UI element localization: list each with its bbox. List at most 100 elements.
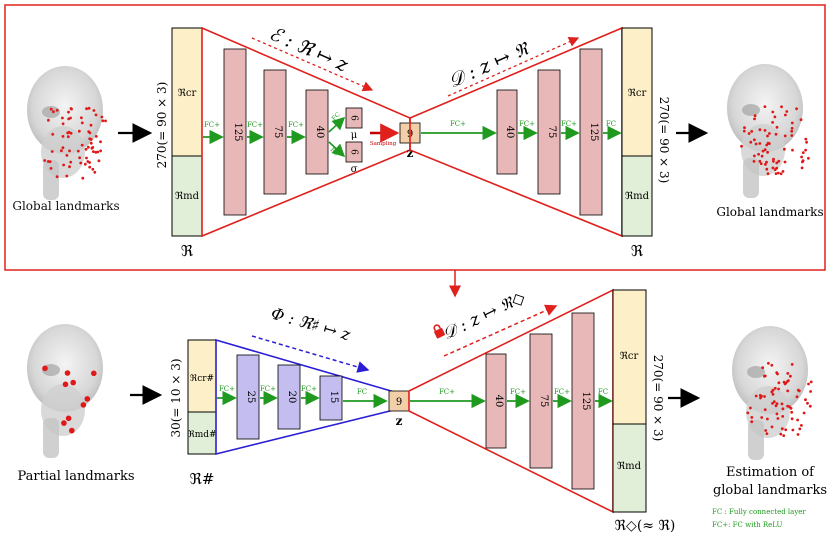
bottom-output-name: ℜ◇(≈ ℜ)	[615, 518, 676, 534]
landmark-dot	[791, 428, 795, 432]
bottom-input-cr-block	[187, 339, 217, 413]
landmark-dot	[65, 154, 69, 157]
landmark-dot	[85, 107, 88, 111]
landmark-dot	[804, 137, 808, 141]
landmark-dot	[809, 390, 812, 393]
landmark-dot	[753, 138, 756, 142]
latent-z-label-bottom: z	[396, 414, 403, 428]
landmark-dot	[89, 141, 93, 145]
landmark-dot	[805, 140, 808, 144]
landmark-dot	[84, 396, 91, 402]
top-input-name: ℜ	[181, 242, 194, 260]
landmark-dot	[784, 113, 787, 117]
landmark-dot	[91, 167, 95, 171]
encoder-label: ℰ : ℜ ↦ z	[266, 22, 352, 76]
top-input-md-label: ℜmd	[175, 191, 200, 202]
landmark-dot	[761, 366, 765, 370]
landmark-dot	[758, 128, 762, 132]
encoder-dashed-arrow	[251, 37, 374, 92]
landmark-dot	[88, 131, 92, 135]
landmark-dot	[765, 167, 769, 171]
landmark-dot	[101, 119, 105, 123]
landmark-dot	[806, 401, 809, 405]
landmark-dot	[85, 156, 88, 160]
landmark-dot	[51, 132, 55, 136]
landmark-dot	[62, 381, 69, 388]
bottom-output-cr-label: ℜcr	[620, 351, 639, 362]
landmark-dot	[804, 148, 807, 152]
landmark-dot	[52, 110, 55, 114]
fc-label-dec-top-4: FC	[606, 120, 616, 128]
landmark-dot	[770, 363, 774, 367]
landmark-dot	[796, 418, 799, 422]
landmark-dot	[802, 411, 806, 415]
landmark-dot	[69, 116, 72, 120]
sampling-label: Sampling	[370, 141, 397, 147]
landmark-dot	[800, 166, 804, 170]
landmark-dot	[775, 402, 779, 406]
decoder-layer-2-bottom	[529, 333, 553, 469]
landmark-dot	[807, 382, 810, 386]
sigma-symbol: σ	[351, 164, 358, 175]
landmark-dot	[809, 380, 813, 384]
landmark-dot	[67, 110, 70, 114]
landmark-dot	[772, 157, 775, 161]
landmark-dot	[775, 412, 779, 416]
landmark-dot	[764, 163, 767, 166]
fc-label-dec-top-3: FC+	[561, 120, 577, 128]
landmark-dot	[69, 131, 73, 135]
landmark-dot	[70, 379, 76, 386]
landmark-dot	[777, 159, 781, 163]
landmark-dot	[796, 388, 800, 392]
landmark-dot	[89, 123, 93, 127]
landmark-dot	[798, 427, 802, 431]
landmark-dot	[773, 115, 777, 119]
landmark-dot	[771, 392, 775, 396]
decoder-layer-3-bottom-label: 125	[580, 391, 591, 410]
landmark-dot	[69, 427, 75, 434]
landmark-dot	[808, 404, 812, 408]
landmark-dot	[779, 432, 783, 436]
landmark-dot	[781, 415, 785, 418]
landmark-dot	[763, 374, 766, 378]
sigma-block	[345, 141, 363, 163]
landmark-dot	[772, 159, 775, 163]
landmark-dot	[771, 121, 774, 124]
landmark-dot	[80, 143, 84, 147]
phi-layer-3-label: 15	[328, 391, 339, 404]
sigma-value: 6	[349, 149, 359, 155]
landmark-dot	[69, 160, 73, 164]
landmark-dot	[66, 135, 70, 139]
decoder-layer-1-top	[496, 89, 518, 175]
skull-image-estimated-output	[732, 326, 808, 460]
landmark-dot	[81, 176, 85, 180]
landmark-dot	[789, 374, 792, 378]
landmark-dot	[746, 411, 750, 415]
landmark-dot	[43, 159, 47, 162]
landmark-dot	[754, 142, 758, 146]
landmark-dot	[743, 126, 746, 130]
landmark-dot	[55, 175, 59, 179]
landmark-dot	[804, 398, 807, 402]
landmark-dot	[80, 402, 87, 408]
landmark-dots	[746, 361, 813, 437]
landmark-dot	[50, 150, 54, 153]
landmark-dot	[777, 387, 780, 391]
fc-label-phi-3: FC+	[301, 385, 317, 393]
top-output-size: 270(= 90 × 3)	[657, 97, 671, 184]
decoder-layer-2-top-label: 75	[546, 126, 557, 139]
landmark-dot	[761, 149, 765, 153]
landmark-dots	[740, 105, 810, 176]
landmark-dot	[766, 172, 770, 176]
top-input-md-block	[171, 155, 203, 237]
landmark-dot	[94, 113, 98, 117]
landmark-dot	[87, 106, 91, 110]
landmark-dot	[786, 372, 790, 375]
landmark-dot	[763, 105, 767, 108]
bottom-output-caption-line2: global landmarks	[713, 483, 827, 498]
landmark-dot	[782, 380, 786, 384]
encoder-layer-1-label: 125	[232, 122, 243, 141]
landmark-dot	[771, 110, 775, 114]
fc-label-dec-bot-1: FC+	[439, 388, 455, 396]
